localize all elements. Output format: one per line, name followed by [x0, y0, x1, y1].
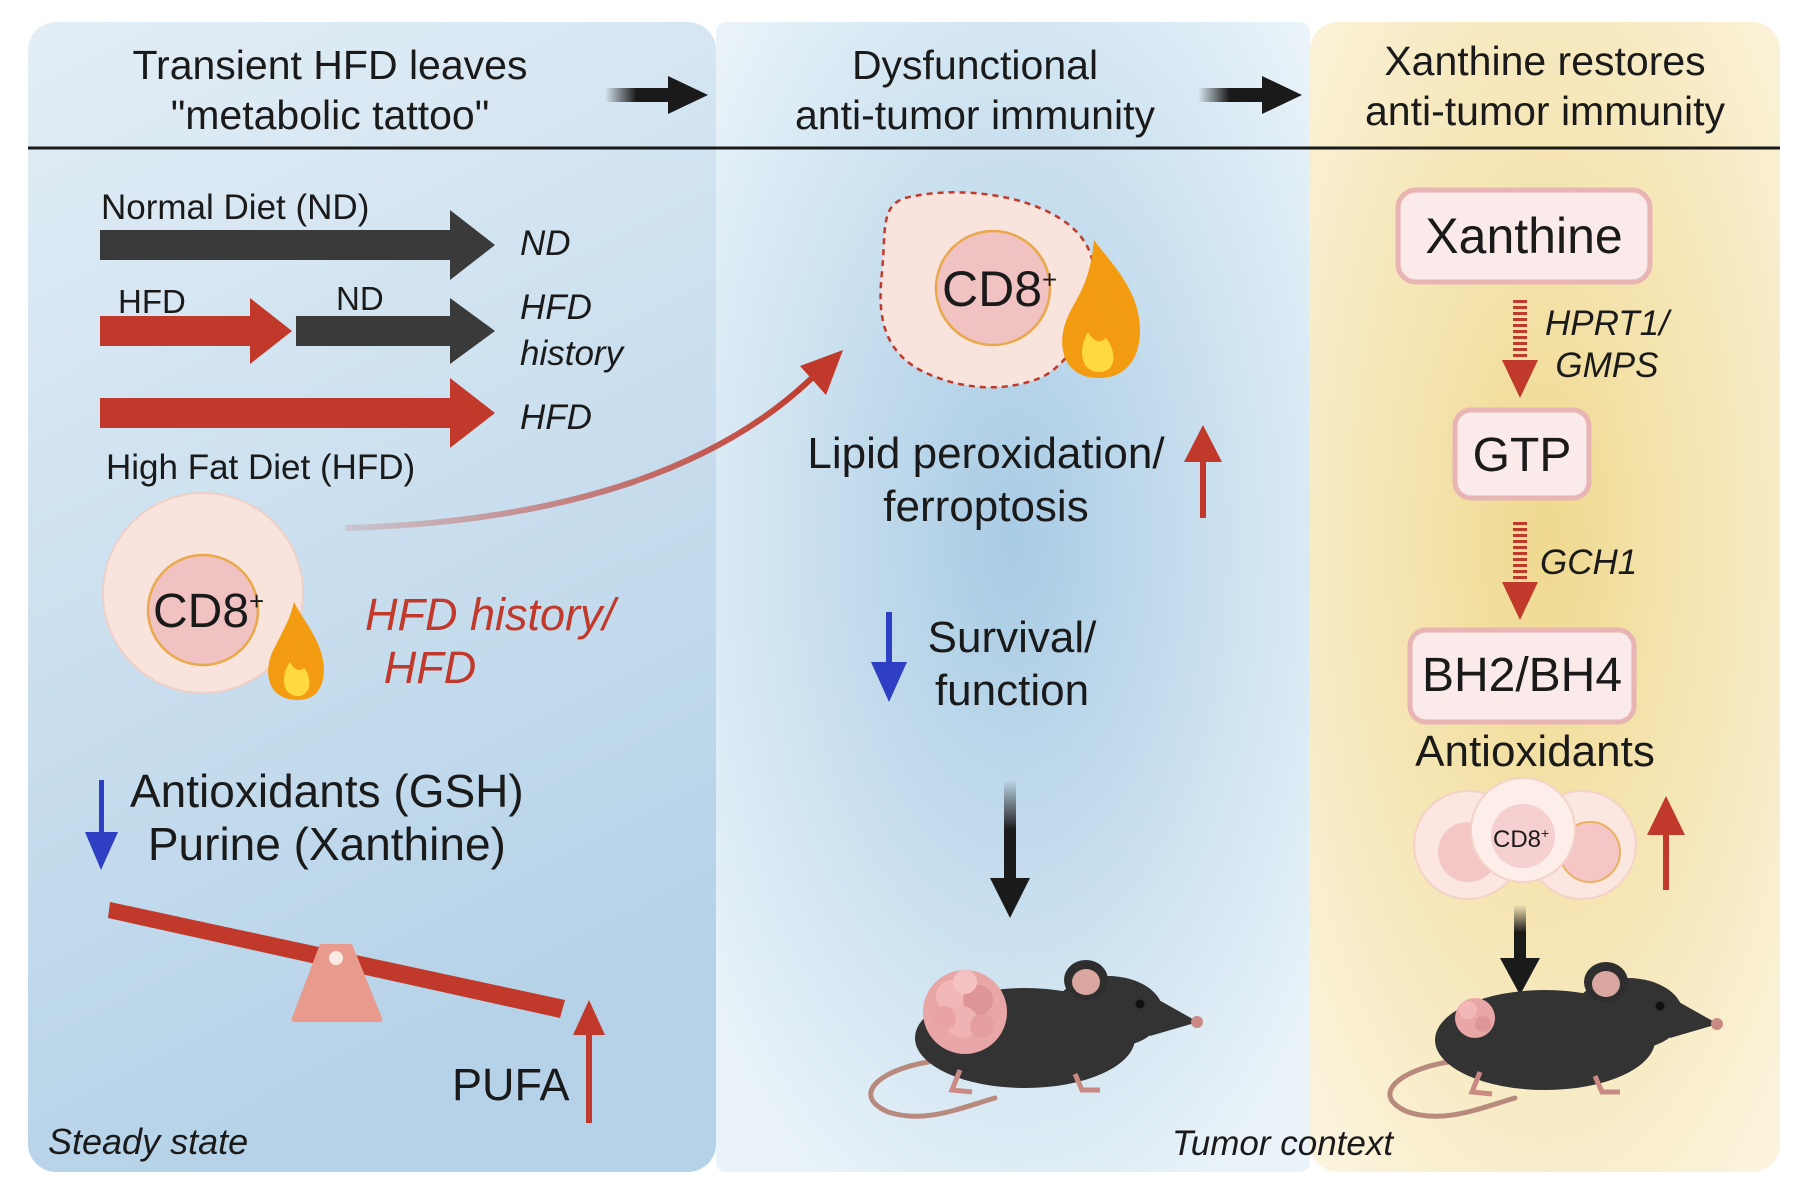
antioxidants-label: Antioxidants	[1415, 727, 1655, 776]
hfd-history-label: HFD history/ HFD	[365, 588, 615, 694]
lipid-line2: ferroptosis	[883, 481, 1089, 531]
dashed-arrow-2	[1502, 520, 1538, 620]
flame-icon	[268, 602, 324, 700]
mouse-with-tumor-icon	[868, 960, 1203, 1119]
box-bh	[1407, 627, 1637, 725]
down-label-line2: Purine (Xanthine)	[147, 818, 506, 871]
lipid-label: Lipid peroxidation/ ferroptosis	[786, 428, 1186, 534]
header-arrow-1	[605, 76, 708, 114]
box-gtp	[1452, 407, 1592, 501]
enzyme-gch1: GCH1	[1540, 543, 1638, 582]
box-xanthine	[1395, 187, 1653, 285]
seesaw-icon	[108, 902, 565, 1022]
header-arrow-2	[1198, 76, 1302, 114]
cd8-text: CD8	[1493, 826, 1542, 853]
header-dysfunctional-line2: anti-tumor immunity	[795, 92, 1155, 139]
group-label-nd: ND	[520, 224, 571, 263]
cd8-superscript: +	[1042, 264, 1058, 295]
cd8-superscript: +	[249, 586, 265, 616]
xanthine-label: Xanthine	[1425, 208, 1623, 264]
cd8-label-left: CD8+	[153, 588, 264, 636]
cd8-label-cluster: CD8+	[1493, 826, 1549, 852]
gtp-label: GTP	[1472, 429, 1572, 482]
enzyme-hprt1-gmps: HPRT1/ GMPS	[1545, 303, 1669, 387]
hfd-history-line2: HFD	[383, 642, 477, 694]
panel-dysfunctional	[716, 22, 1310, 1172]
cd8-cell-left	[102, 492, 304, 694]
header-restores: Xanthine restores anti-tumor immunity	[1310, 36, 1780, 136]
survival-label: Survival/ function	[912, 612, 1112, 718]
group-label-hfd-history-1: HFD	[520, 288, 592, 327]
label-high-fat-diet: High Fat Diet (HFD)	[106, 448, 416, 487]
bh-label: BH2/BH4	[1421, 649, 1623, 702]
hfd-history-line1: HFD history/	[365, 589, 616, 640]
label-hfd-short: HFD	[118, 283, 186, 320]
header-dysfunctional: Dysfunctional anti-tumor immunity	[720, 40, 1230, 140]
group-label-hfd: HFD	[520, 398, 592, 437]
panel-restores	[1310, 22, 1780, 1172]
cd8-cell-middle	[879, 191, 1096, 389]
up-arrow-pufa	[573, 1000, 605, 1123]
down-label-line1: Antioxidants (GSH)	[130, 765, 524, 817]
up-arrow-lipid	[1184, 425, 1222, 518]
down-arrow-antioxidants	[85, 780, 118, 870]
down-arrow-to-mouse-middle	[990, 780, 1030, 918]
label-nd-short: ND	[336, 280, 384, 317]
label-normal-diet: Normal Diet (ND)	[101, 188, 370, 227]
down-arrow-survival	[871, 612, 907, 702]
cd8-label-middle: CD8+	[942, 264, 1057, 314]
cd8-text: CD8	[942, 261, 1043, 317]
pufa-label: PUFA	[452, 1059, 570, 1110]
cd8-superscript: +	[1541, 825, 1550, 841]
curved-arrow-to-tumor	[344, 350, 843, 531]
cd8-text: CD8	[153, 585, 250, 638]
caption-steady-state: Steady state	[48, 1121, 249, 1162]
survival-line2: function	[934, 665, 1090, 715]
header-steady: Transient HFD leaves "metabolic tattoo"	[80, 40, 580, 140]
header-restores-line1: Xanthine restores	[1384, 38, 1706, 84]
dashed-arrow-1	[1502, 298, 1538, 398]
header-steady-line1: Transient HFD leaves	[132, 42, 528, 88]
down-arrow-to-mouse-right	[1500, 905, 1540, 995]
arrow-hfd-segment	[100, 298, 292, 364]
arrow-normal-diet	[100, 210, 495, 280]
enzyme1-line1: HPRT1/	[1545, 304, 1669, 343]
header-dysfunctional-line1: Dysfunctional	[851, 42, 1099, 88]
caption-tumor-context: Tumor context	[1172, 1124, 1394, 1163]
flame-icon	[1062, 240, 1140, 378]
cd8-cell-cluster	[1413, 777, 1637, 900]
down-label-steady: Antioxidants (GSH) Purine (Xanthine)	[130, 765, 524, 872]
panel-steady-state	[28, 22, 716, 1172]
lipid-line1: Lipid peroxidation/	[807, 429, 1165, 478]
group-label-hfd-history-2: history	[520, 334, 624, 373]
mouse-with-small-tumor-icon	[1387, 962, 1723, 1119]
arrow-nd-segment	[296, 298, 495, 364]
survival-line1: Survival/	[927, 613, 1097, 662]
arrow-high-fat-diet	[100, 378, 495, 448]
up-arrow-antioxidants	[1647, 796, 1685, 890]
header-restores-line2: anti-tumor immunity	[1365, 88, 1725, 135]
header-steady-line2: "metabolic tattoo"	[170, 92, 490, 139]
enzyme1-line2: GMPS	[1555, 346, 1659, 385]
